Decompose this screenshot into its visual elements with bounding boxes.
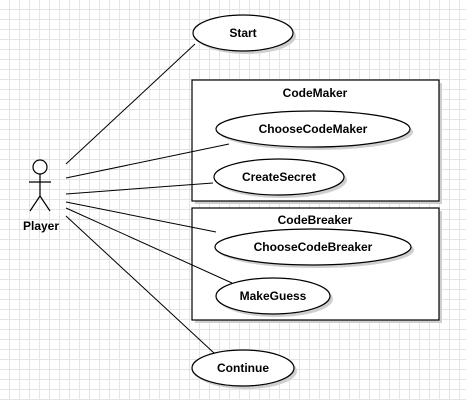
- usecase-continue[interactable]: Continue: [191, 349, 297, 389]
- usecase-choosecodemaker[interactable]: ChooseCodeMaker: [215, 110, 413, 150]
- association-makeguess: [65, 207, 233, 284]
- actor-label: Player: [23, 219, 59, 233]
- usecase-start-label: Start: [229, 26, 256, 40]
- actor-figure-icon: [29, 159, 51, 212]
- system-title-codemaker: CodeMaker: [283, 86, 348, 100]
- usecase-makeguess[interactable]: MakeGuess: [215, 277, 333, 317]
- association-choosecodebreaker: [65, 201, 217, 233]
- association-choosecodemaker: [65, 143, 230, 179]
- association-createsecret: [65, 182, 214, 195]
- usecase-choosecodemaker-label: ChooseCodeMaker: [259, 122, 368, 136]
- usecase-choosecodebreaker-label: ChooseCodeBreaker: [254, 240, 373, 254]
- associations: [65, 43, 233, 354]
- usecase-choosecodebreaker[interactable]: ChooseCodeBreaker: [214, 228, 414, 268]
- actor-player: Player: [23, 159, 59, 233]
- usecase-continue-label: Continue: [217, 361, 269, 375]
- usecase-createsecret-label: CreateSecret: [242, 170, 316, 184]
- usecase-makeguess-label: MakeGuess: [240, 289, 307, 303]
- usecase-createsecret[interactable]: CreateSecret: [213, 158, 347, 198]
- association-continue: [65, 215, 215, 354]
- usecase-start[interactable]: Start: [192, 14, 296, 54]
- association-start: [65, 43, 196, 165]
- system-title-codebreaker: CodeBreaker: [278, 213, 353, 227]
